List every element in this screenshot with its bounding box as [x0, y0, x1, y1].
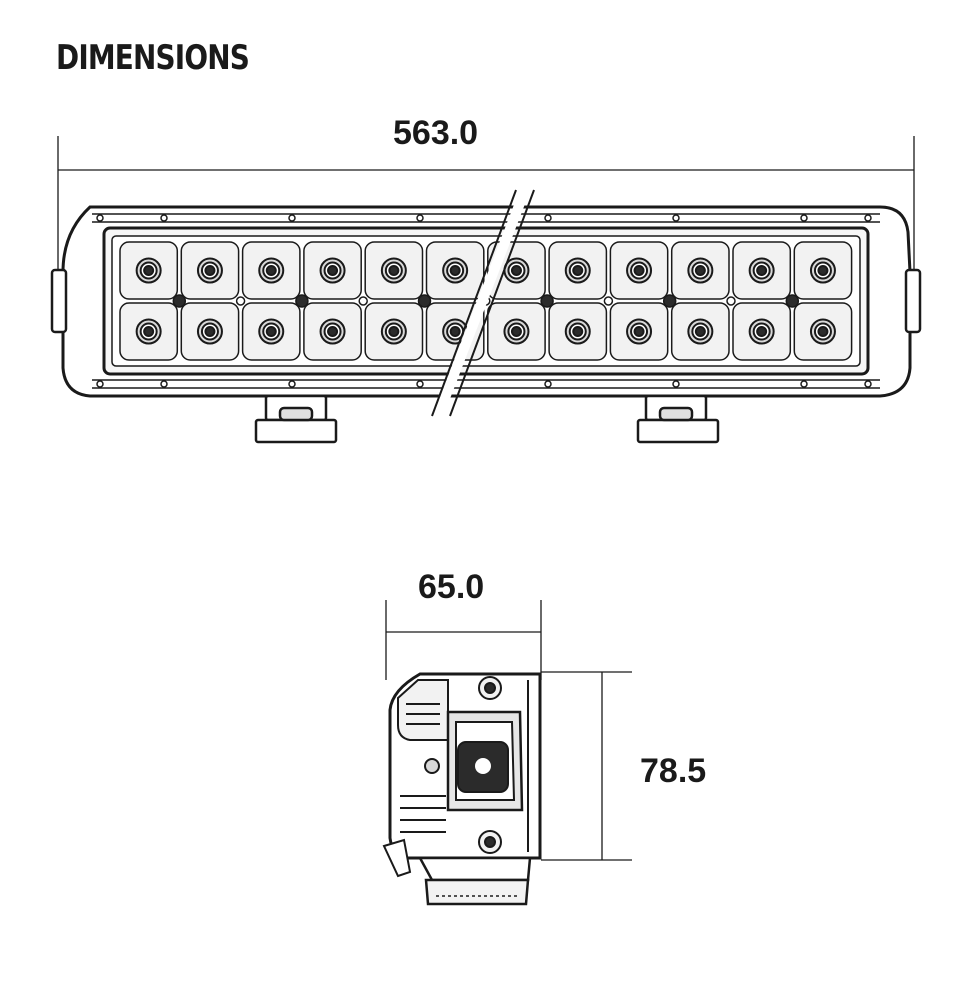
led-module: [241, 302, 301, 361]
led-divider-node: [417, 294, 432, 308]
led-module: [548, 302, 608, 361]
led-module: [119, 302, 179, 361]
break-mark-lines: [431, 189, 535, 417]
led-divider-node: [172, 294, 187, 308]
width-dimension-label: 563.0: [393, 114, 479, 152]
led-module: [732, 302, 792, 361]
break-mark: [433, 188, 530, 418]
led-module: [180, 302, 240, 361]
light-bar-side-view: [382, 672, 542, 906]
height-dimension-line: [541, 671, 632, 861]
led-module: [609, 241, 669, 300]
screw: [864, 380, 872, 388]
led-module: [119, 241, 179, 300]
led-module: [303, 302, 362, 361]
led-module: [670, 241, 730, 300]
screw: [160, 380, 168, 388]
led-divider-node: [603, 296, 614, 306]
screw: [96, 380, 104, 388]
depth-dimension-line: [385, 600, 542, 680]
led-module: [548, 241, 608, 300]
led-module: [793, 241, 853, 300]
led-module: [793, 302, 853, 361]
led-divider-node: [540, 294, 554, 308]
led-module: [364, 302, 424, 361]
screw: [416, 214, 424, 222]
depth-dimension-label: 65.0: [418, 568, 485, 606]
screw: [672, 380, 680, 388]
led-divider-node: [662, 294, 677, 308]
screw: [544, 380, 552, 388]
screw: [672, 214, 680, 222]
led-module: [670, 302, 730, 361]
led-module: [241, 241, 301, 300]
mounting-foot-left: [254, 394, 338, 444]
led-divider-node: [726, 296, 736, 306]
screw: [864, 214, 872, 222]
screw: [800, 214, 808, 222]
page-title: DIMENSIONS: [56, 38, 250, 78]
height-dimension-label: 78.5: [640, 752, 707, 790]
mounting-foot-right: [636, 394, 720, 444]
led-module: [180, 241, 240, 300]
led-divider-node: [358, 296, 368, 306]
screw: [544, 214, 552, 222]
screw: [160, 214, 168, 222]
led-module: [364, 241, 424, 300]
led-divider-node: [785, 294, 800, 308]
screw: [288, 380, 296, 388]
led-divider-node: [295, 294, 309, 308]
screw: [800, 380, 808, 388]
screw: [96, 214, 104, 222]
light-bar-front-view: [50, 188, 922, 444]
led-module: [303, 241, 362, 300]
screw: [416, 380, 424, 388]
led-divider-node: [235, 296, 246, 306]
screw-row-top: [96, 214, 872, 388]
led-module: [609, 302, 669, 361]
led-module: [487, 302, 546, 361]
led-module: [732, 241, 792, 300]
led-module: [425, 241, 485, 300]
screw: [288, 214, 296, 222]
